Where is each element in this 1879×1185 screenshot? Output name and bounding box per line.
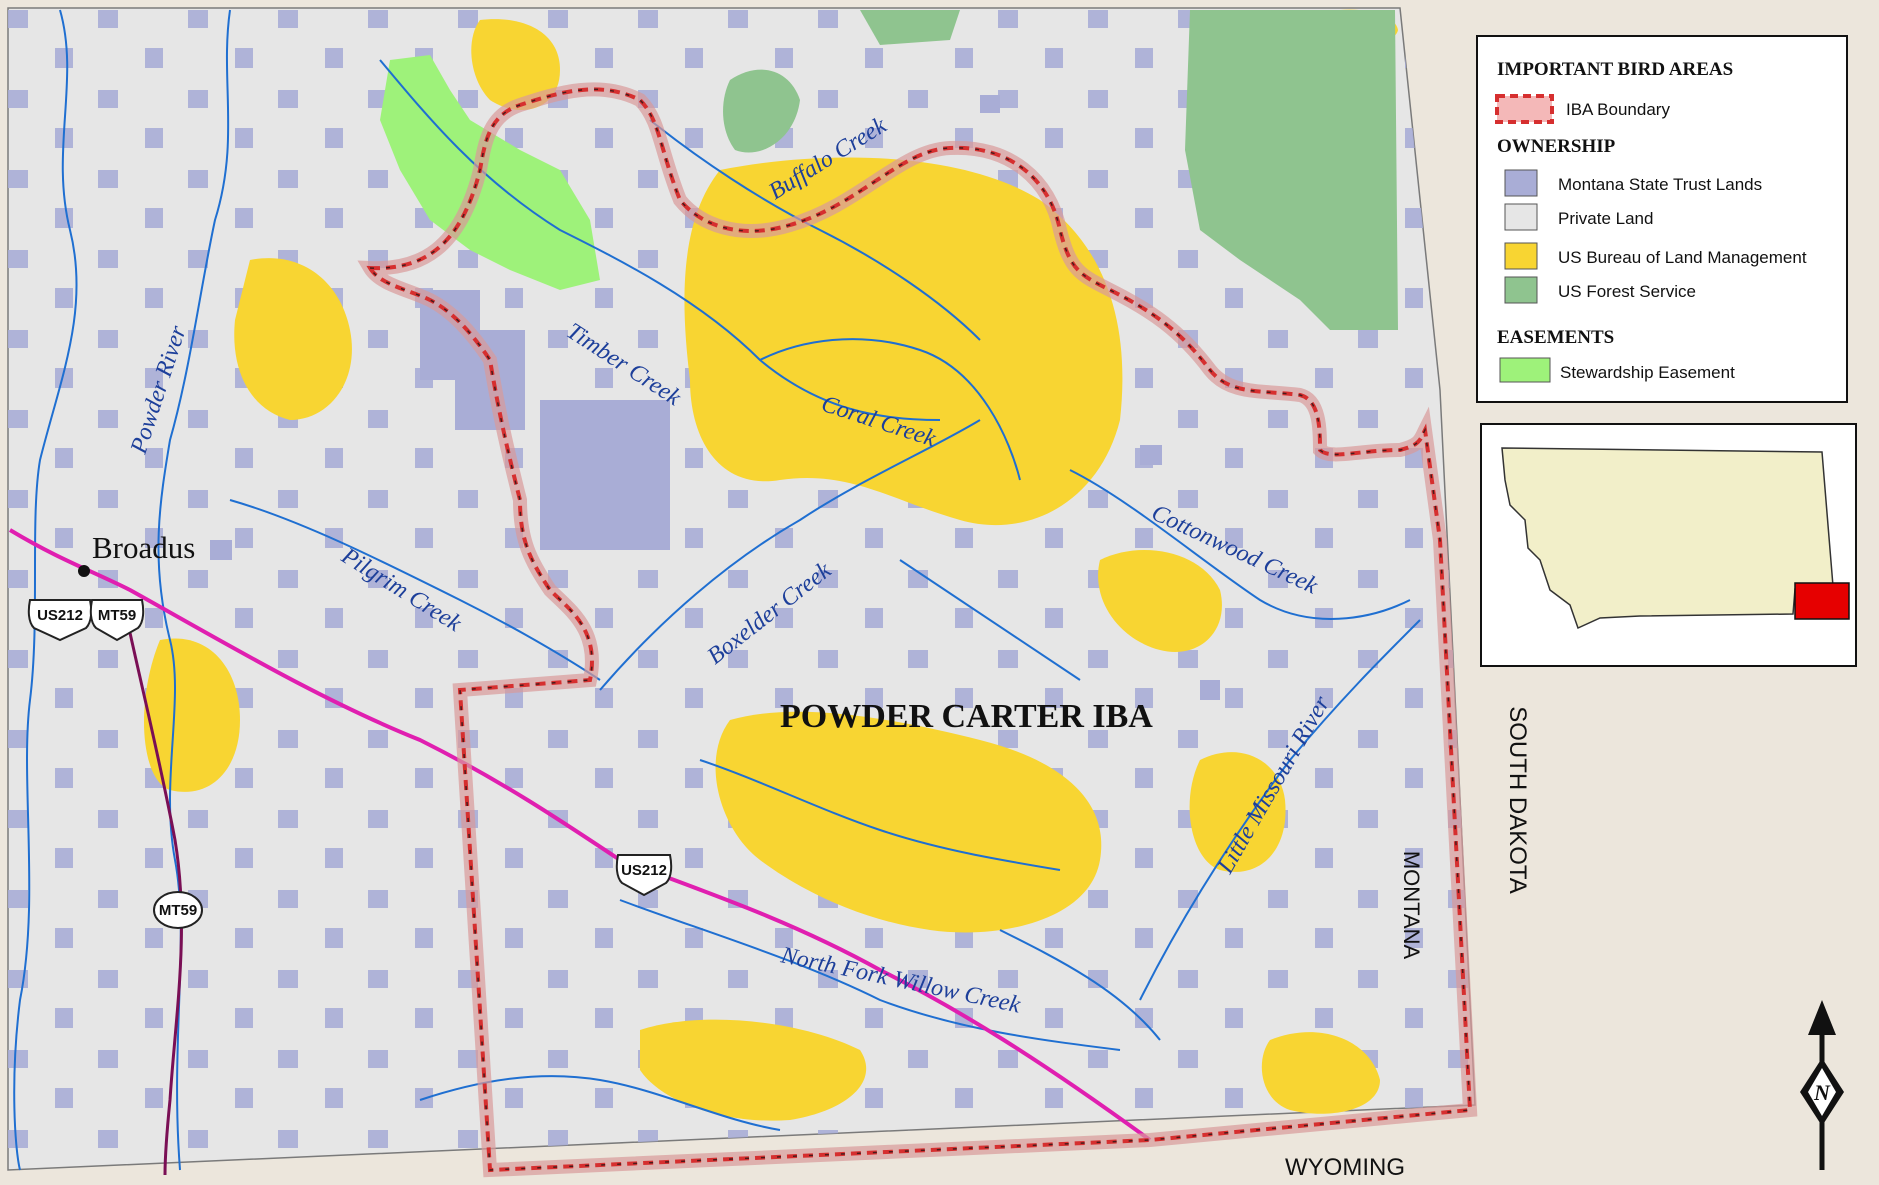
legend: IMPORTANT BIRD AREAS IBA Boundary OWNERS… [1476, 35, 1848, 403]
town-broadus: Broadus [78, 530, 195, 577]
legend-label-private: Private Land [1558, 209, 1653, 228]
legend-swatch-blm [1504, 242, 1538, 270]
locator-inset [1480, 423, 1857, 667]
legend-label-iba-boundary: IBA Boundary [1566, 100, 1670, 119]
shield-us212-center-label: US212 [621, 862, 667, 879]
shield-us212-west: US212 [27, 599, 93, 642]
legend-section-easements: EASEMENTS [1497, 327, 1614, 348]
legend-label-state-trust: Montana State Trust Lands [1558, 175, 1762, 194]
stewardship-parcels [380, 55, 600, 290]
legend-label-stewardship: Stewardship Easement [1560, 363, 1735, 382]
label-montana: MONTANA [1399, 851, 1424, 960]
shield-mt59-west-label: MT59 [98, 607, 136, 624]
legend-swatch-private [1504, 203, 1538, 231]
highway-us212-route [8, 528, 1152, 1142]
north-label: N [1813, 1080, 1831, 1105]
legend-label-blm: US Bureau of Land Management [1558, 248, 1807, 267]
forest-service-parcels [723, 10, 1398, 330]
shield-mt59-west: MT59 [89, 599, 145, 642]
legend-swatch-state-trust [1504, 169, 1538, 197]
locator-highlight [1794, 582, 1850, 620]
town-label: Broadus [92, 530, 195, 565]
north-arrow: N [1800, 1000, 1844, 1170]
shield-us212-center: US212 [615, 854, 673, 897]
shield-mt59-south-label: MT59 [159, 902, 197, 919]
legend-swatch-forest [1504, 276, 1538, 304]
iba-boundary [357, 82, 1478, 1178]
legend-swatch-iba [1495, 94, 1554, 124]
state-labels: SOUTH DAKOTA MONTANA WYOMING [1285, 706, 1531, 1181]
shield-mt59-south: MT59 [153, 891, 203, 929]
shield-us212-west-label: US212 [37, 607, 83, 624]
label-south-dakota: SOUTH DAKOTA [1504, 706, 1531, 894]
legend-label-forest: US Forest Service [1558, 282, 1696, 301]
label-wyoming: WYOMING [1285, 1154, 1405, 1181]
legend-swatch-stewardship [1499, 357, 1551, 383]
legend-section-ownership: OWNERSHIP [1497, 136, 1616, 157]
state-trust-parcels [210, 95, 1220, 700]
iba-title: POWDER CARTER IBA [780, 698, 1153, 735]
legend-section-iba: IMPORTANT BIRD AREAS [1497, 59, 1733, 80]
town-marker [78, 565, 90, 577]
